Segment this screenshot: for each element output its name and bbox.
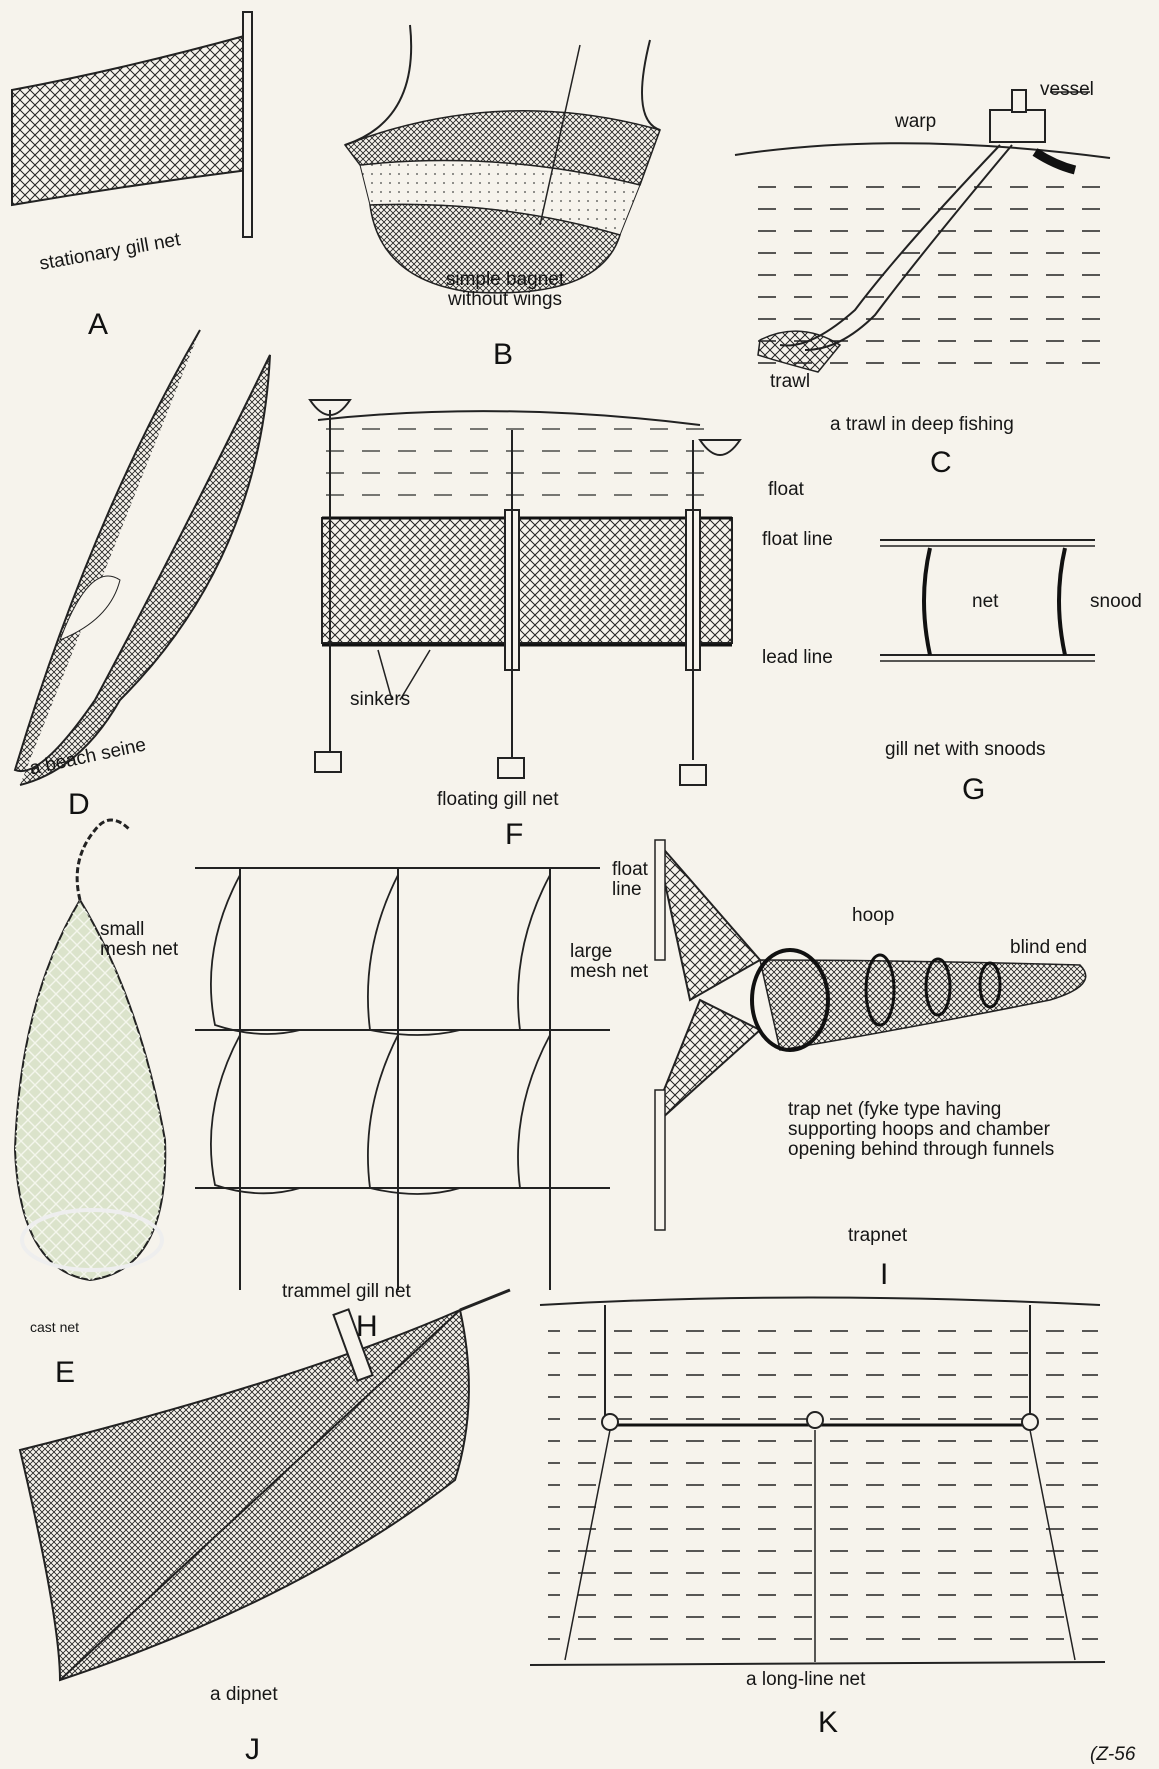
letter-h: H <box>356 1312 378 1342</box>
label-vessel: vessel <box>1040 80 1094 100</box>
trawl-drawing <box>735 90 1115 372</box>
letter-f: F <box>505 820 523 850</box>
label-hoop: hoop <box>852 906 894 926</box>
trapnet-description: trap net (fyke type having supporting ho… <box>788 1100 1054 1160</box>
letter-b: B <box>493 340 513 370</box>
caption-cast-net: cast net <box>30 1320 79 1335</box>
label-net: net <box>972 592 998 612</box>
letter-a: A <box>88 310 108 340</box>
label-blind-end: blind end <box>1010 938 1087 958</box>
label-float-line: float line <box>762 530 833 550</box>
caption-snood-gill-net: gill net with snoods <box>885 740 1046 760</box>
letter-e: E <box>55 1358 75 1388</box>
caption-long-line-net: a long-line net <box>746 1670 865 1690</box>
letter-i: I <box>880 1260 888 1290</box>
letter-d: D <box>68 790 90 820</box>
letter-c: C <box>930 448 952 478</box>
caption-bagnet: simple bagnet without wings <box>425 270 585 310</box>
bagnet-drawing <box>345 25 660 293</box>
caption-trapnet: trapnet <box>848 1226 907 1246</box>
long-line-net-drawing <box>530 1298 1105 1666</box>
caption-trammel-gill-net: trammel gill net <box>282 1282 411 1302</box>
label-lead-line: lead line <box>762 648 833 668</box>
label-snood: snood <box>1090 592 1142 612</box>
label-small-mesh-net: small mesh net <box>100 920 178 960</box>
floating-gill-net-drawing <box>310 400 740 785</box>
trammel-gill-net-drawing <box>195 868 610 1290</box>
label-trawl: trawl <box>770 372 810 392</box>
label-trammel-float-line: float line <box>612 860 648 900</box>
label-large-mesh-net: large mesh net <box>570 942 648 982</box>
caption-floating-gill-net: floating gill net <box>437 790 558 810</box>
dipnet-drawing <box>20 1290 510 1680</box>
trapnet-drawing <box>655 840 1086 1230</box>
stationary-gill-net-drawing <box>12 12 252 237</box>
label-warp: warp <box>895 112 936 132</box>
caption-dipnet: a dipnet <box>210 1685 278 1705</box>
page-code: (Z-56 <box>1090 1745 1135 1765</box>
label-sinkers: sinkers <box>350 690 410 710</box>
letter-j: J <box>245 1735 260 1765</box>
letter-g: G <box>962 775 985 805</box>
caption-trawl: a trawl in deep fishing <box>830 415 1014 435</box>
letter-k: K <box>818 1708 838 1738</box>
label-float: float <box>768 480 804 500</box>
cast-net-drawing <box>15 820 165 1280</box>
beach-seine-drawing <box>15 330 270 785</box>
